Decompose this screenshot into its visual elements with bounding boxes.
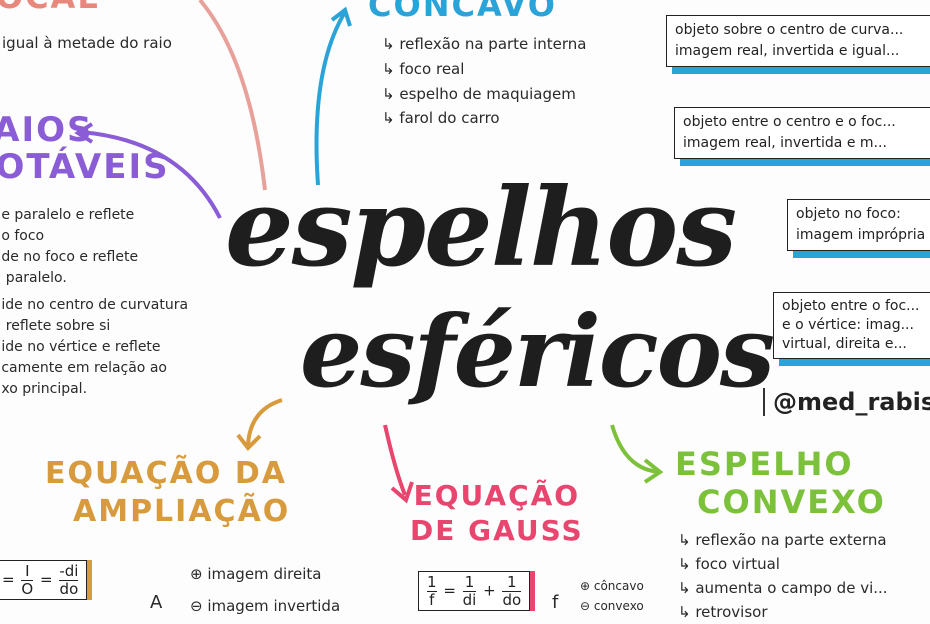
ampliacao-title-line1: EQUAÇÃO DA (45, 456, 287, 491)
convexo-title-line1: ESPELHO (675, 445, 854, 483)
gauss-negative: ⊖ convexo (580, 599, 644, 613)
concavo-list: ↳ reflexão na parte interna ↳ foco real … (382, 32, 586, 131)
numerator: 1 (502, 574, 522, 592)
gauss-title-line1: EQUAÇÃO (413, 479, 581, 512)
raios-item: ...xo principal. (0, 381, 88, 397)
convexo-title: ESPELHO CONVEXO (675, 445, 886, 522)
raios-item: ...e paralelo e reflete (0, 207, 135, 223)
case-text: virtual, direita e... (782, 335, 907, 352)
case-text: imagem imprópria (796, 227, 926, 243)
case-text: e o vértice: imag... (782, 316, 914, 333)
raios-item: ... reflete sobre si (0, 318, 111, 334)
denominator: do (59, 579, 79, 598)
focal-title: FOCAL (0, 0, 100, 16)
main-title-line2: esféricos (300, 295, 775, 410)
numerator: I (21, 563, 34, 581)
convexo-list: ↳ reflexão na parte externa ↳ foco virtu… (678, 528, 888, 624)
concavo-item: ↳ foco real (382, 59, 465, 78)
case-box-1: objeto sobre o centro de curva... imagem … (666, 15, 930, 67)
arrow-concavo (314, 6, 352, 186)
raios-item: ...ide no centro de curvatura (0, 297, 189, 313)
raios-item: ...ide no vértice e reflete (0, 339, 161, 355)
ampliacao-negative: ⊖ imagem invertida (190, 597, 341, 615)
numerator: 1 (462, 574, 477, 592)
concavo-item: ↳ espelho de maquiagem (382, 84, 576, 103)
equals: = (39, 570, 53, 589)
case-text: objeto entre o foc... (782, 298, 920, 314)
arrow-convexo (610, 424, 664, 484)
eq-lhs: A = (0, 570, 15, 589)
convexo-item: ↳ reflexão na parte externa (678, 531, 887, 549)
case-text: objeto entre o centro e o foc... (683, 114, 896, 130)
concavo-item: ↳ reflexão na parte interna (382, 35, 587, 53)
convexo-item: ↳ aumenta o campo de vi... (678, 579, 888, 597)
arrow-gauss (383, 424, 414, 504)
ampliacao-title: EQUAÇÃO DA AMPLIAÇÃO (45, 455, 290, 530)
case-box-3: objeto no foco: imagem imprópria (787, 199, 930, 251)
arrow-ampliacao (236, 398, 283, 452)
numerator: 1 (427, 573, 437, 592)
gauss-positive: ⊕ côncavo (580, 579, 644, 593)
convexo-item: ↳ retrovisor (678, 603, 768, 621)
raios-item: ...de no foco e reflete (0, 249, 139, 265)
denominator: do (502, 590, 522, 609)
raios-title-line1: RAIOS (0, 110, 94, 150)
raios-item: ... paralelo. (0, 270, 67, 286)
concavo-title: CÔNCAVO (368, 0, 557, 24)
focal-text: igual à metade do raio (2, 34, 172, 52)
denominator: di (462, 590, 477, 609)
gauss-title-line2: DE GAUSS (410, 514, 584, 547)
case-text: imagem real, invertida e m... (683, 135, 887, 151)
ampliacao-title-line2: AMPLIAÇÃO (73, 493, 291, 529)
concavo-item: ↳ farol do carro (382, 109, 500, 128)
raios-item: ...camente em relação ao (0, 360, 167, 376)
case-text: objeto sobre o centro de curva... (675, 22, 904, 38)
case-text: imagem real, invertida e igual... (675, 43, 900, 59)
arrow-focal (198, 0, 267, 191)
ampliacao-symbol: A (150, 592, 163, 613)
raios-item: ...o foco (0, 228, 45, 244)
ampliacao-positive: ⊕ imagem direita (190, 565, 322, 583)
raios-title: RAIOS NOTÁVEIS (0, 110, 170, 188)
raios-title-line2: NOTÁVEIS (0, 147, 170, 188)
main-title-line1: espelhos (225, 165, 737, 291)
case-text: objeto no foco: (796, 206, 901, 222)
raios-list: ...e paralelo e reflete ...o foco ...de … (0, 205, 188, 400)
case-box-2: objeto entre o centro e o foc... imagem r… (674, 107, 930, 159)
arrow-raios (74, 122, 222, 219)
denominator: O (21, 579, 34, 598)
gauss-symbol: f (552, 592, 559, 613)
denominator: f (429, 590, 435, 609)
gauss-title: EQUAÇÃO DE GAUSS (410, 478, 584, 548)
case-box-4: objeto entre o foc... e o vértice: imag..… (773, 292, 930, 359)
numerator: -di (59, 562, 79, 581)
author-handle: @med_rabis (763, 388, 930, 416)
convexo-item: ↳ foco virtual (678, 555, 780, 573)
convexo-title-line2: CONVEXO (697, 483, 886, 522)
